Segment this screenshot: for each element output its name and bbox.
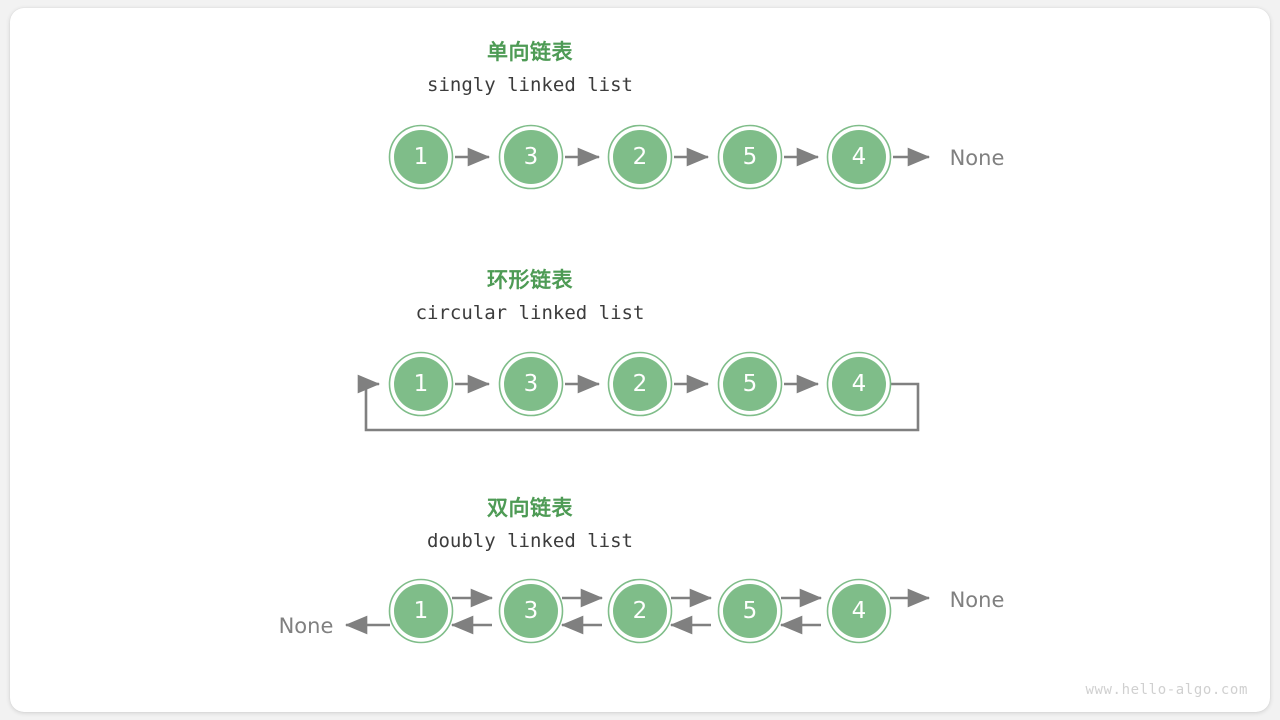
circular-node-value: 4	[852, 371, 867, 397]
singly-node: 3	[498, 124, 564, 190]
circular-node-value: 3	[524, 371, 539, 397]
circular-node-value: 1	[414, 371, 429, 397]
doubly-node-value: 2	[633, 598, 648, 624]
doubly-tail-none-label: None	[949, 588, 1005, 612]
doubly-node: 3	[498, 578, 564, 644]
singly-tail-none-label: None	[949, 146, 1005, 170]
doubly-node: 2	[607, 578, 673, 644]
singly-node-value: 4	[852, 144, 867, 170]
singly-title-cn: 单向链表	[487, 40, 573, 64]
circular-node-list: 1 3 2 5 4	[388, 351, 892, 417]
doubly-head-none-label: None	[278, 614, 334, 638]
singly-title-en: singly linked list	[427, 74, 633, 96]
circular-node: 2	[607, 351, 673, 417]
singly-node: 1	[388, 124, 454, 190]
singly-node-value: 1	[414, 144, 429, 170]
circular-loop-back-edge	[357, 374, 920, 432]
circular-node-value: 2	[633, 371, 648, 397]
doubly-title-cn: 双向链表	[487, 496, 573, 520]
doubly-node: 1	[388, 578, 454, 644]
circular-node: 5	[717, 351, 783, 417]
doubly-node-value: 3	[524, 598, 539, 624]
doubly-node-value: 1	[414, 598, 429, 624]
singly-node: 5	[717, 124, 783, 190]
singly-node-list: 1 3 2 5 4	[388, 124, 892, 190]
circular-title-cn: 环形链表	[487, 268, 573, 292]
singly-node-value: 3	[524, 144, 539, 170]
doubly-title-en: doubly linked list	[427, 530, 633, 552]
doubly-node: 4	[826, 578, 892, 644]
singly-node-value: 5	[743, 144, 758, 170]
circular-node-value: 5	[743, 371, 758, 397]
circular-title-en: circular linked list	[415, 302, 645, 324]
singly-node: 4	[826, 124, 892, 190]
singly-node-value: 2	[633, 144, 648, 170]
site-watermark: www.hello-algo.com	[1085, 682, 1248, 698]
doubly-node: 5	[717, 578, 783, 644]
doubly-node-list: 1 3 2 5 4	[388, 578, 892, 644]
doubly-node-value: 5	[743, 598, 758, 624]
circular-node: 4	[826, 351, 892, 417]
doubly-node-value: 4	[852, 598, 867, 624]
circular-node: 1	[388, 351, 454, 417]
circular-node: 3	[498, 351, 564, 417]
singly-node: 2	[607, 124, 673, 190]
